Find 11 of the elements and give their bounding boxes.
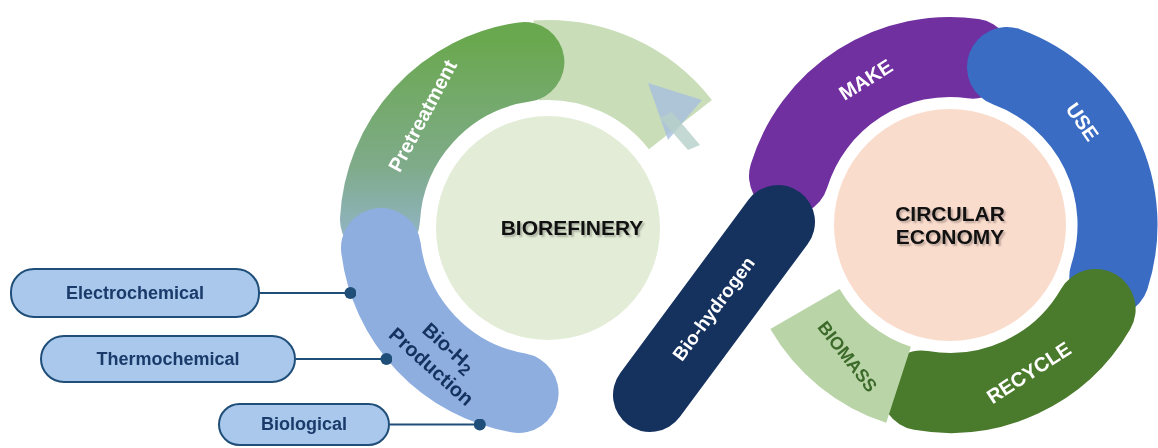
label-text: Biological (261, 414, 347, 435)
method-pill (10, 268, 260, 318)
method-pill (40, 335, 296, 383)
label-text: BIOREFINERY (500, 216, 644, 240)
leader-line (259, 287, 357, 299)
leader-line (295, 353, 393, 365)
label-text: Electrochemical (65, 282, 205, 304)
label-text: Thermochemical (96, 348, 240, 370)
label-text: CIRCULAR ECONOMY (894, 201, 1006, 249)
method-pill (218, 403, 390, 446)
leader-line (389, 418, 486, 431)
